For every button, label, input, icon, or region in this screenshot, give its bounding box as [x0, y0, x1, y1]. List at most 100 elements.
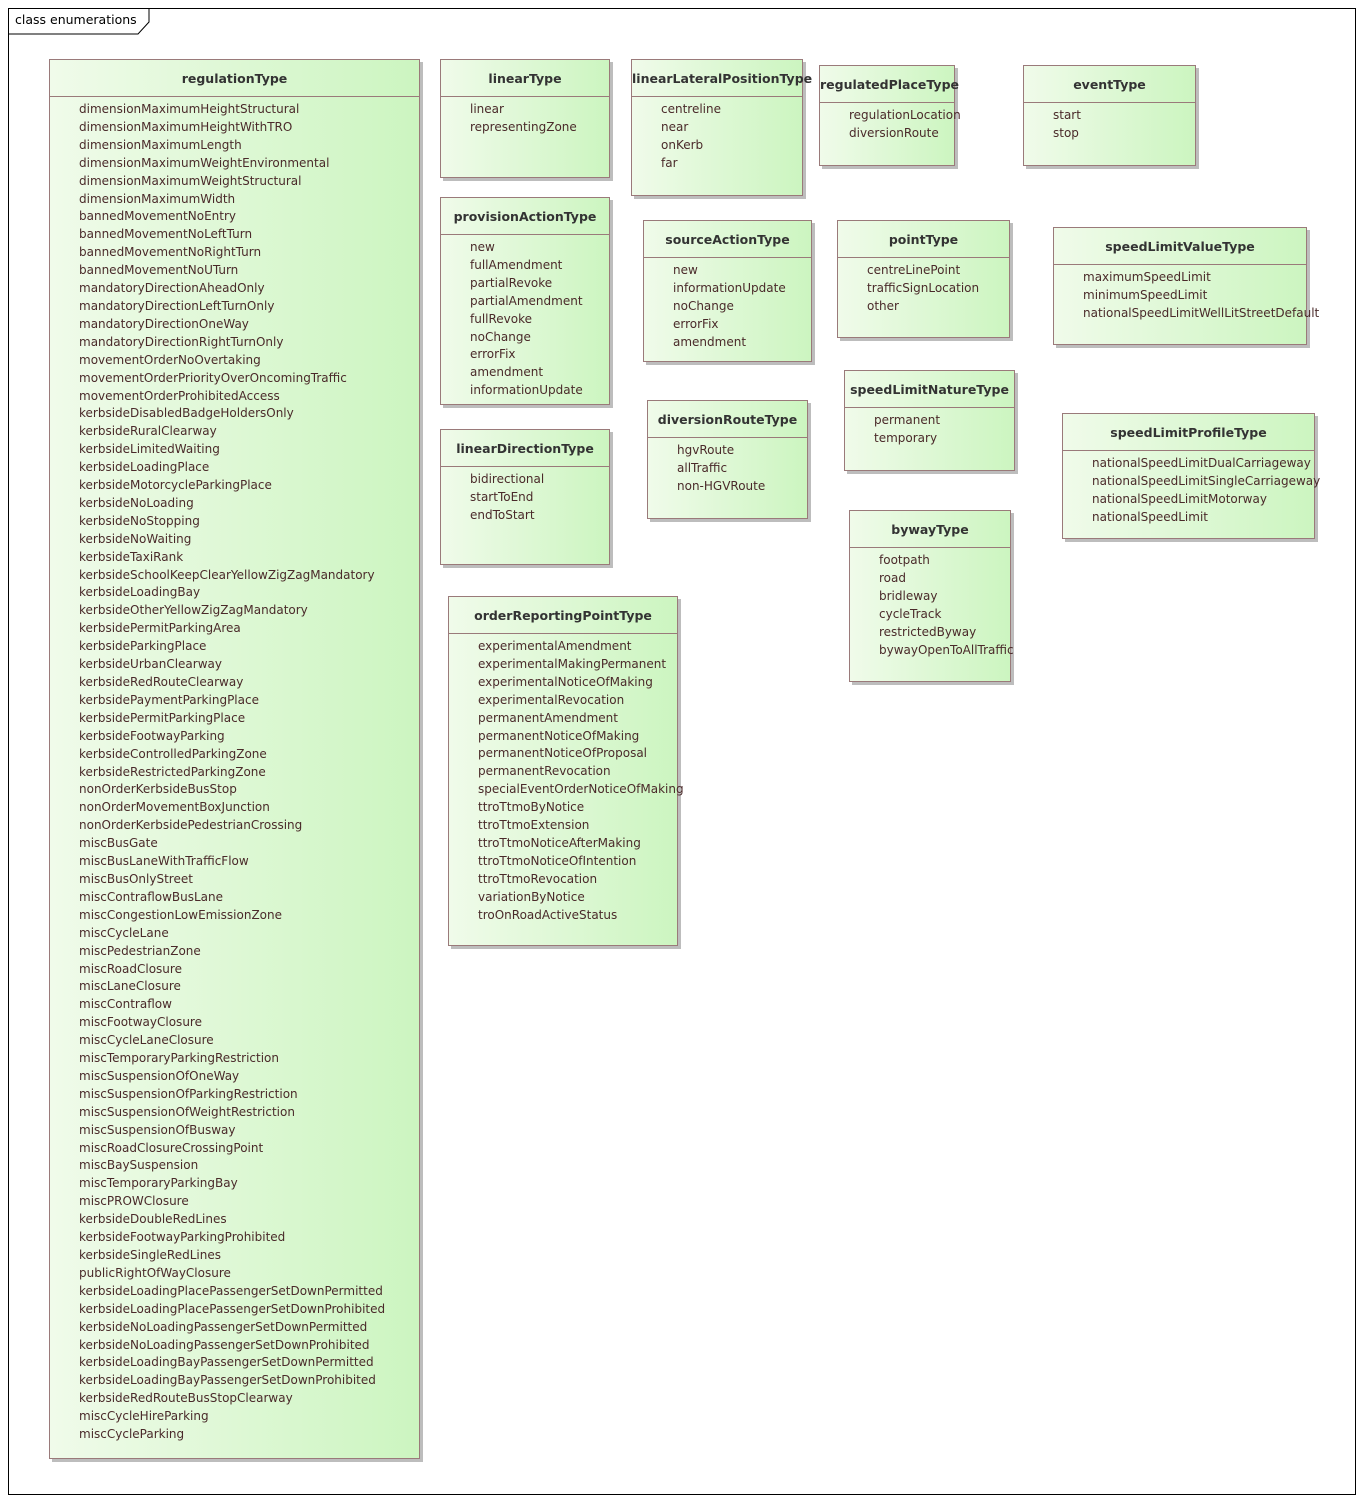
enum-literal: noChange: [470, 329, 531, 344]
enum-literal: maximumSpeedLimit: [1083, 270, 1211, 284]
enum-literal: informationUpdate: [470, 383, 583, 398]
class-name: diversionRouteType: [648, 401, 807, 438]
enum-literal: miscContraflowBusLane: [79, 889, 224, 904]
class-name: bywayType: [850, 511, 1010, 548]
enum-literal: dimensionMaximumWeightEnvironmental: [79, 155, 330, 170]
enum-literal: other: [867, 298, 899, 313]
enum-literal: bridleway: [879, 588, 938, 603]
enum-literal: miscTemporaryParkingRestriction: [79, 1051, 279, 1066]
enum-literal: bannedMovementNoEntry: [79, 209, 236, 224]
enum-literal: movementOrderNoOvertaking: [79, 352, 261, 367]
enum-literal: bannedMovementNoUTurn: [79, 263, 239, 278]
class-name: sourceActionType: [644, 221, 811, 258]
enum-literal: kerbsideOtherYellowZigZagMandatory: [79, 603, 308, 618]
enum-literal: centreLinePoint: [867, 263, 961, 277]
enum-literal: diversionRoute: [849, 125, 939, 140]
enum-literal: stop: [1053, 125, 1079, 140]
enum-literal: nationalSpeedLimitMotorway: [1092, 491, 1267, 506]
enum-literal: endToStart: [470, 507, 535, 522]
enum-literal: kerbsidePermitParkingArea: [79, 621, 241, 636]
enum-literal: kerbsideFootwayParking: [79, 728, 225, 743]
enum-literal: movementOrderProhibitedAccess: [79, 388, 280, 403]
enum-literal: mandatoryDirectionAheadOnly: [79, 281, 265, 296]
enum-literal: new: [673, 263, 698, 277]
enum-literal: permanentNoticeOfProposal: [478, 746, 648, 761]
enum-literal: fullRevoke: [470, 311, 533, 326]
enum-literal: permanentNoticeOfMaking: [478, 728, 640, 743]
enum-literal: kerbsidePermitParkingPlace: [79, 710, 246, 725]
enum-literal: miscSuspensionOfBusway: [79, 1122, 236, 1137]
enum-literal: kerbsideSingleRedLines: [79, 1248, 221, 1262]
enum-literal: amendment: [470, 365, 544, 380]
enum-literal: movementOrderPriorityOverOncomingTraffic: [79, 370, 347, 385]
enum-literal: miscSuspensionOfWeightRestriction: [79, 1104, 295, 1119]
enum-literal: bannedMovementNoRightTurn: [79, 245, 262, 260]
enum-literal: regulationLocation: [849, 108, 961, 122]
class-name: regulationType: [50, 60, 419, 97]
enum-literal: kerbsideNoLoading: [79, 495, 194, 510]
enum-literal: miscBusGate: [79, 836, 158, 851]
enum-literal: temporary: [874, 430, 938, 445]
enum-literal-list: nationalSpeedLimitDualCarriageway nationa…: [1063, 451, 1320, 527]
enum-literal: representingZone: [470, 119, 577, 134]
enum-literal: kerbsideRedRouteBusStopClearway: [79, 1391, 293, 1406]
enum-literal: kerbsideRedRouteClearway: [79, 675, 244, 689]
enum-literal: fullAmendment: [470, 257, 563, 272]
enum-literal: bannedMovementNoLeftTurn: [79, 227, 253, 242]
enum-literal: publicRightOfWayClosure: [79, 1265, 231, 1280]
enum-literal: miscSuspensionOfParkingRestriction: [79, 1086, 298, 1101]
enum-literal: permanentRevocation: [478, 764, 611, 779]
enum-literal: errorFix: [673, 316, 719, 331]
enum-literal: nationalSpeedLimitDualCarriageway: [1092, 456, 1311, 470]
enum-literal: nonOrderKerbsideBusStop: [79, 782, 237, 797]
enum-literal: kerbsideNoStopping: [79, 513, 200, 528]
class-name: speedLimitValueType: [1054, 228, 1306, 265]
enum-literal: experimentalRevocation: [478, 692, 625, 707]
enum-literal: allTraffic: [677, 460, 728, 475]
enum-literal: kerbsideRuralClearway: [79, 424, 217, 439]
diagram-title: class enumerations: [15, 12, 137, 27]
enum-literal: dimensionMaximumWidth: [79, 191, 236, 206]
enum-literal: miscCycleHireParking: [79, 1409, 209, 1424]
enum-literal: kerbsideTaxiRank: [79, 549, 184, 564]
enum-literal: hgvRoute: [677, 443, 735, 457]
enum-literal: kerbsideFootwayParkingProhibited: [79, 1230, 286, 1245]
enum-literal: dimensionMaximumHeightWithTRO: [79, 119, 293, 134]
enum-literal: kerbsideUrbanClearway: [79, 657, 222, 672]
enum-literal: miscRoadClosure: [79, 961, 182, 976]
class-name: speedLimitNatureType: [845, 371, 1014, 408]
enum-literal: kerbsideControlledParkingZone: [79, 746, 267, 761]
enum-literal: kerbsideNoLoadingPassengerSetDownProhibi…: [79, 1337, 370, 1352]
enum-literal: kerbsideSchoolKeepClearYellowZigZagManda…: [79, 567, 375, 582]
enum-literal: kerbsideNoLoadingPassengerSetDownPermitt…: [79, 1319, 368, 1334]
enum-literal: bywayOpenToAllTraffic: [879, 642, 1014, 657]
diagram-title-tab: class enumerations: [8, 8, 150, 35]
enum-literal: kerbsideLoadingBay: [79, 585, 201, 600]
enum-literal: miscContraflow: [79, 997, 172, 1012]
enum-literal: miscCycleLane: [79, 925, 169, 940]
class-name: linearDirectionType: [441, 430, 609, 467]
enum-literal: miscPedestrianZone: [79, 943, 201, 958]
enum-literal: miscBusLaneWithTrafficFlow: [79, 854, 249, 869]
